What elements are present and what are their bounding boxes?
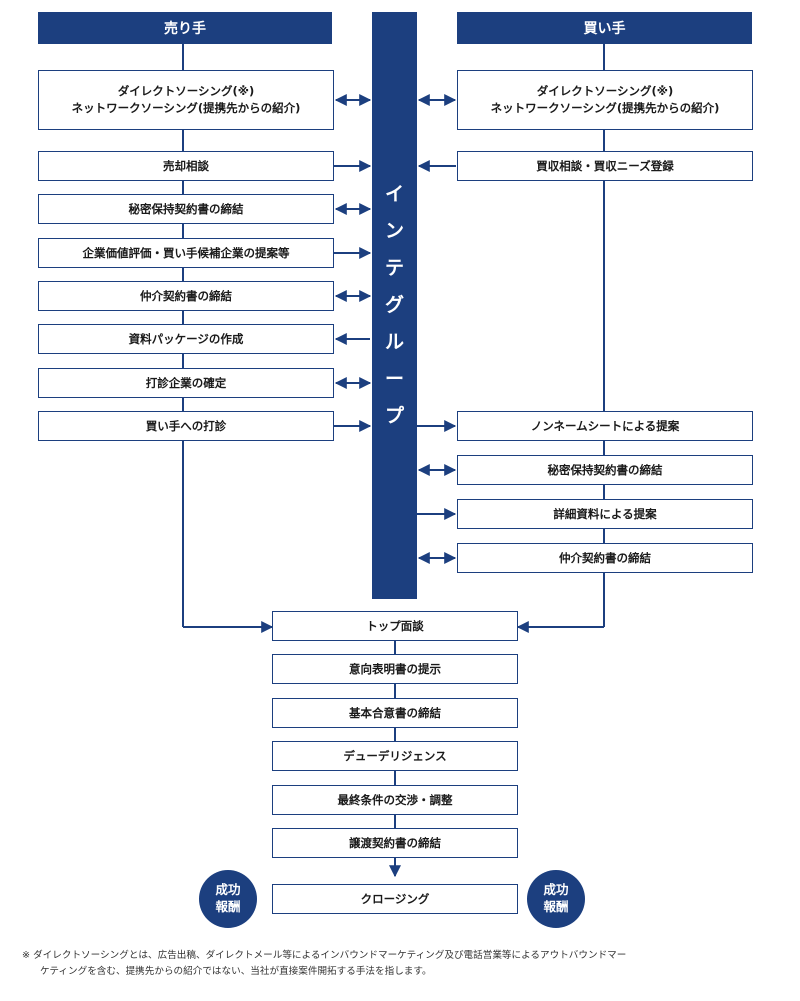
seller-step-nda: 秘密保持契約書の締結 [38,194,334,224]
buyer-step-nda: 秘密保持契約書の締結 [457,455,753,485]
joint-step-final-negotiation: 最終条件の交渉・調整 [272,785,518,815]
seller-header: 売り手 [38,12,332,44]
buyer-step-agency-contract: 仲介契約書の締結 [457,543,753,573]
integroup-char: グ [384,294,404,316]
seller-step-buyer-approach: 買い手への打診 [38,411,334,441]
buyer-header: 買い手 [457,12,752,44]
joint-step-due-diligence: デューデリジェンス [272,741,518,771]
joint-step-label: クロージング [360,891,430,906]
buyer-step-label: 秘密保持契約書の締結 [547,462,663,477]
integroup-char: ン [384,220,404,242]
seller-step-valuation: 企業価値評価・買い手候補企業の提案等 [38,238,334,268]
joint-step-label: 基本合意書の締結 [349,705,441,720]
success-fee-badge-seller: 成功 報酬 [199,870,257,928]
buyer-step-nonname-sheet: ノンネームシートによる提案 [457,411,753,441]
integroup-bar: イ ン テ グ ル ー プ [372,12,417,599]
joint-step-closing: クロージング [272,884,518,914]
buyer-step-detail-proposal: 詳細資料による提案 [457,499,753,529]
success-fee-text: 報酬 [215,899,241,914]
seller-step-consultation: 売却相談 [38,151,334,181]
joint-step-label: 譲渡契約書の締結 [349,835,441,850]
buyer-step-consultation: 買収相談・買収ニーズ登録 [457,151,753,181]
success-fee-text: 成功 [543,882,569,898]
joint-step-label: 意向表明書の提示 [349,661,441,676]
success-fee-text: 成功 [215,882,241,898]
joint-step-top-meeting: トップ面談 [272,611,518,641]
joint-step-label: デューデリジェンス [343,748,447,763]
seller-step-label: ダイレクトソーシング(※) [117,84,255,99]
seller-step-label: 仲介契約書の締結 [140,288,232,303]
integroup-char: ー [384,368,404,390]
joint-step-loi: 意向表明書の提示 [272,654,518,684]
seller-step-label: 買い手への打診 [145,418,227,433]
seller-step-label: 秘密保持契約書の締結 [128,201,244,216]
buyer-step-label: ダイレクトソーシング(※) [536,84,674,99]
buyer-step-label: ノンネームシートによる提案 [530,418,680,433]
integroup-char: イ [384,183,404,205]
seller-step-agency-contract: 仲介契約書の締結 [38,281,334,311]
success-fee-text: 報酬 [543,899,569,914]
seller-step-info-package: 資料パッケージの作成 [38,324,334,354]
buyer-step-sourcing: ダイレクトソーシング(※) ネットワークソーシング(提携先からの紹介) [457,70,753,130]
joint-step-label: トップ面談 [366,618,424,633]
integroup-char: ル [384,331,404,353]
seller-step-label: ネットワークソーシング(提携先からの紹介) [71,101,301,115]
buyer-step-label: 仲介契約書の締結 [559,550,651,565]
buyer-step-label: ネットワークソーシング(提携先からの紹介) [490,101,720,115]
footnote-line: ケティングを含む、提携先からの紹介ではない、当社が直接案件開拓する手法を指します… [40,966,432,978]
seller-step-label: 企業価値評価・買い手候補企業の提案等 [82,245,290,260]
seller-step-sourcing: ダイレクトソーシング(※) ネットワークソーシング(提携先からの紹介) [38,70,334,130]
integroup-char: プ [384,405,404,427]
seller-step-label: 売却相談 [163,158,209,173]
seller-step-label: 打診企業の確定 [145,375,227,390]
integroup-char: テ [384,257,404,279]
joint-step-basic-agreement: 基本合意書の締結 [272,698,518,728]
joint-step-label: 最終条件の交渉・調整 [337,792,453,807]
joint-step-transfer-contract: 譲渡契約書の締結 [272,828,518,858]
footnote-line: ※ ダイレクトソーシングとは、広告出稿、ダイレクトメール等によるインバウンドマー… [22,950,627,961]
buyer-step-label: 詳細資料による提案 [553,506,657,521]
success-fee-badge-buyer: 成功 報酬 [527,870,585,928]
seller-step-label: 資料パッケージの作成 [128,331,244,346]
footnote: ※ ダイレクトソーシングとは、広告出稿、ダイレクトメール等によるインバウンドマー… [22,948,782,981]
buyer-step-label: 買収相談・買収ニーズ登録 [536,158,674,173]
seller-step-target-confirm: 打診企業の確定 [38,368,334,398]
